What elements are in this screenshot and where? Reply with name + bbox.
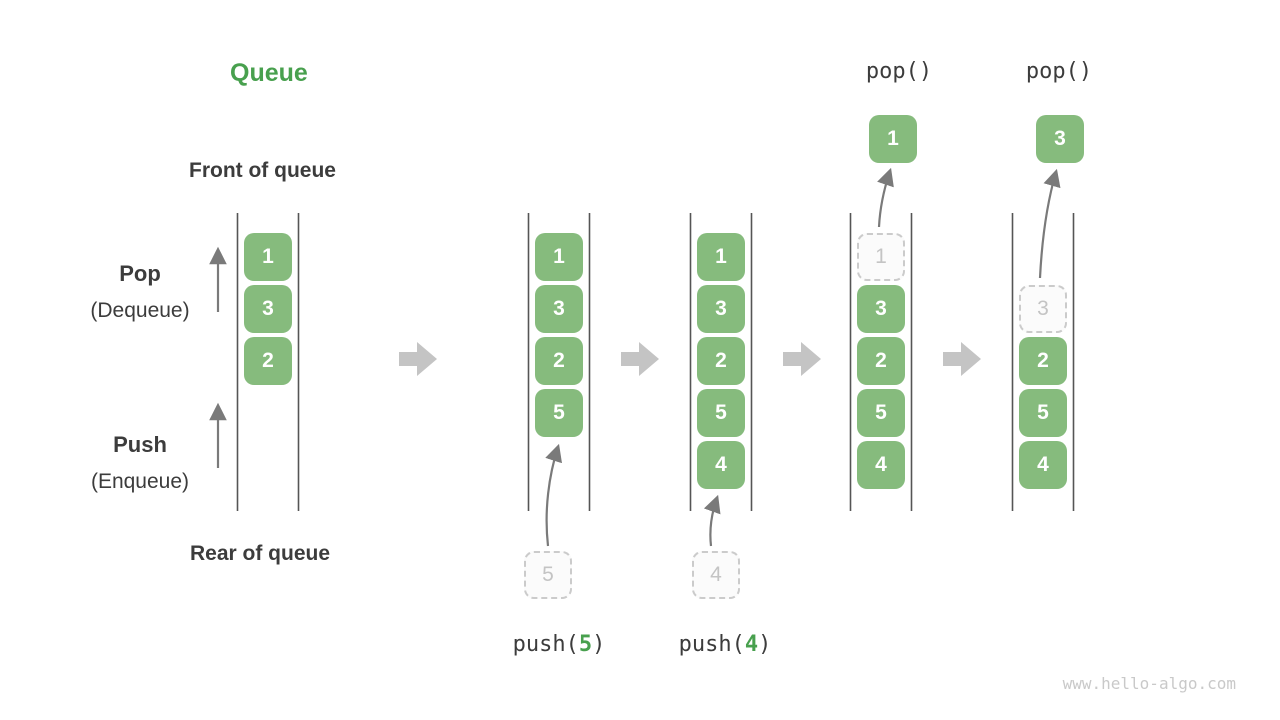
queue-cell: 5 [1019, 389, 1067, 437]
rear-of-queue-label: Rear of queue [190, 542, 331, 565]
queue-cell: 2 [535, 337, 583, 385]
incoming-ghost-cell: 4 [692, 551, 740, 599]
op-arg: 5 [578, 632, 593, 657]
op-text: push( [512, 632, 579, 657]
dequeue-label: (Dequeue) [90, 299, 190, 322]
queue-cell: 1 [535, 233, 583, 281]
watermark: www.hello-algo.com [1062, 674, 1236, 693]
queue-cell: 5 [535, 389, 583, 437]
pop3-arrow [1038, 168, 1061, 279]
push-label-block: Push (Enqueue) [85, 426, 195, 500]
push4-arrow [703, 494, 721, 547]
queue-cell: 3 [697, 285, 745, 333]
diagram-title: Queue [230, 59, 308, 87]
pop-operation-label: pop() [865, 59, 933, 84]
front-of-queue-label: Front of queue [189, 159, 336, 182]
enqueue-label: (Enqueue) [90, 470, 190, 493]
step-arrow [399, 342, 437, 376]
removed-ghost-cell: 3 [1019, 285, 1067, 333]
queue-cell: 4 [857, 441, 905, 489]
pop1-arrow [877, 167, 894, 228]
queue-cell: 2 [857, 337, 905, 385]
pop-label-block: Pop (Dequeue) [85, 255, 195, 329]
queue-cell: 4 [1019, 441, 1067, 489]
queue-cell: 3 [244, 285, 292, 333]
step-arrows [399, 342, 981, 376]
step-arrow [621, 342, 659, 376]
queue-cell: 2 [697, 337, 745, 385]
op-text: push( [678, 632, 745, 657]
queue-cell: 4 [697, 441, 745, 489]
pop-label: Pop [119, 261, 161, 286]
popped-cell: 3 [1036, 115, 1084, 163]
queue-cell: 3 [535, 285, 583, 333]
queue-walls [236, 213, 1075, 511]
step-arrow [783, 342, 821, 376]
incoming-ghost-cell: 5 [524, 551, 572, 599]
op-text: ) [758, 632, 772, 657]
queue-cell: 1 [697, 233, 745, 281]
op-arg: 4 [744, 632, 759, 657]
removed-ghost-cell: 1 [857, 233, 905, 281]
step-arrow [943, 342, 981, 376]
queue-cell: 3 [857, 285, 905, 333]
queue-cell: 2 [244, 337, 292, 385]
push5-arrow [545, 443, 563, 547]
queue-cell: 2 [1019, 337, 1067, 385]
queue-cell: 1 [244, 233, 292, 281]
pop-operation-label: pop() [1025, 59, 1093, 84]
queue-cell: 5 [857, 389, 905, 437]
push-label: Push [113, 432, 167, 457]
queue-cell: 5 [697, 389, 745, 437]
popped-cell: 1 [869, 115, 917, 163]
push5-operation-label: push(5) [499, 632, 619, 657]
push4-operation-label: push(4) [665, 632, 785, 657]
op-text: ) [592, 632, 606, 657]
